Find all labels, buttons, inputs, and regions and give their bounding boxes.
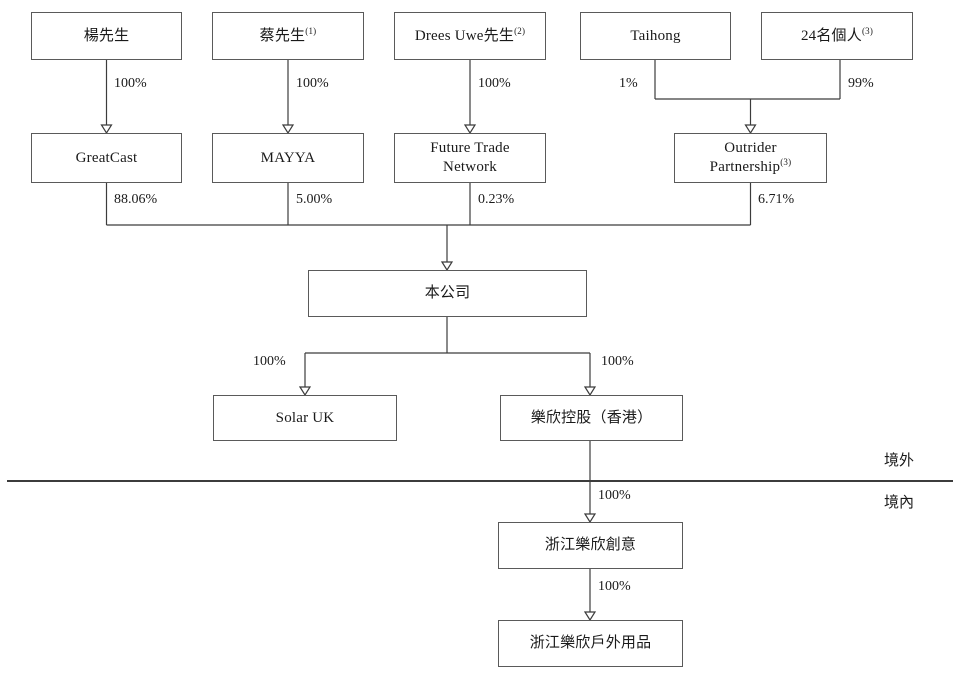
node-company-label: 本公司 (424, 285, 471, 302)
edge-label-lexinhk-lexincy: 100% (598, 488, 631, 503)
node-drees-uwe-label: Drees Uwe先生(2) (414, 25, 526, 44)
node-cai-footnote: (1) (305, 25, 317, 36)
node-mayya[interactable]: MAYYA (212, 133, 364, 183)
edge-label-ftn-company: 0.23% (478, 192, 515, 207)
edge-label-company-lexin-hk: 100% (601, 354, 634, 369)
node-outrider-partnership-label: Outrider Partnership(3) (709, 140, 792, 175)
node-zhejiang-lexin-outdoor-label: 浙江樂欣戶外用品 (529, 635, 652, 652)
node-taihong[interactable]: Taihong (580, 12, 731, 60)
node-solar-uk[interactable]: Solar UK (213, 395, 397, 441)
node-drees-uwe-footnote: (2) (514, 25, 526, 36)
node-future-trade-network-label: Future Trade Network (430, 140, 510, 175)
node-zhejiang-lexin-creative[interactable]: 浙江樂欣創意 (498, 522, 683, 569)
edge-label-company-solar-uk: 100% (253, 354, 286, 369)
node-company[interactable]: 本公司 (308, 270, 587, 317)
node-yang-label: 楊先生 (83, 27, 130, 44)
edge-label-individuals-outrider: 99% (848, 76, 874, 91)
edge-label-taihong-outrider: 1% (619, 76, 638, 91)
edge-label-cai-mayya: 100% (296, 76, 329, 91)
node-yang[interactable]: 楊先生 (31, 12, 182, 60)
node-cai-label: 蔡先生(1) (259, 25, 317, 44)
edge-label-outrider-company: 6.71% (758, 192, 795, 207)
node-24-individuals-footnote: (3) (861, 25, 874, 36)
node-lexin-holdings-hk[interactable]: 樂欣控股（香港） (500, 395, 683, 441)
node-outrider-partnership[interactable]: Outrider Partnership(3) (674, 133, 827, 183)
node-mayya-label: MAYYA (260, 149, 316, 166)
edge-label-drees-ftn: 100% (478, 76, 511, 91)
node-cai[interactable]: 蔡先生(1) (212, 12, 364, 60)
edge-label-mayya-company: 5.00% (296, 192, 333, 207)
node-zhejiang-lexin-creative-label: 浙江樂欣創意 (544, 537, 637, 554)
node-solar-uk-label: Solar UK (275, 409, 335, 426)
node-lexin-holdings-hk-label: 樂欣控股（香港） (530, 409, 653, 426)
edge-label-greatcast-company: 88.06% (114, 192, 158, 207)
region-label-onshore: 境內 (884, 495, 915, 511)
edge-label-yang-greatcast: 100% (114, 76, 147, 91)
node-outrider-partnership-footnote: (3) (780, 157, 792, 167)
node-greatcast-label: GreatCast (75, 149, 138, 166)
region-label-offshore: 境外 (884, 453, 915, 469)
node-greatcast[interactable]: GreatCast (31, 133, 182, 183)
node-future-trade-network[interactable]: Future Trade Network (394, 133, 546, 183)
node-taihong-label: Taihong (630, 27, 681, 44)
node-24-individuals-label: 24名個人(3) (800, 25, 874, 44)
edge-label-lexincy-lexinout: 100% (598, 579, 631, 594)
node-drees-uwe[interactable]: Drees Uwe先生(2) (394, 12, 546, 60)
node-zhejiang-lexin-outdoor[interactable]: 浙江樂欣戶外用品 (498, 620, 683, 667)
node-24-individuals[interactable]: 24名個人(3) (761, 12, 913, 60)
